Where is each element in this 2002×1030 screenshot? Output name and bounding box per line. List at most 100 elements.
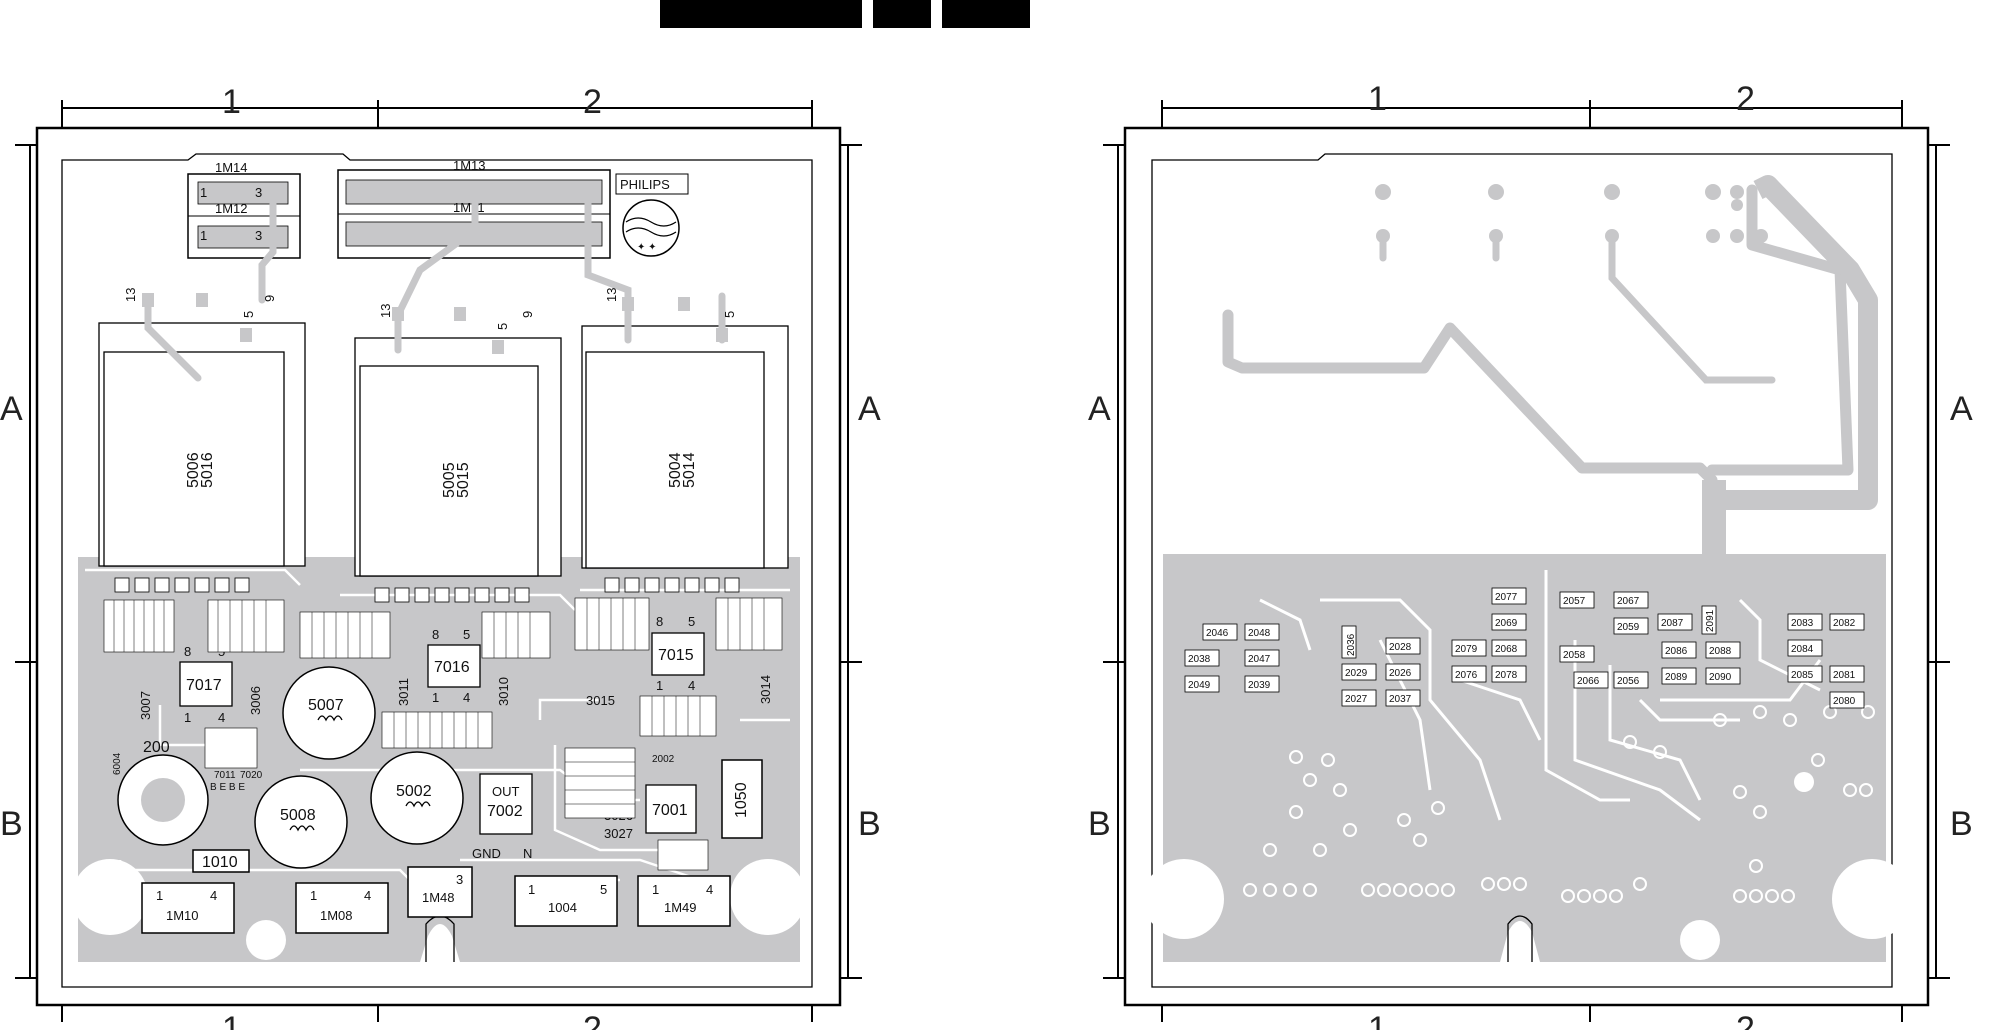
- header-block-3: [942, 0, 1030, 28]
- brand-text: PHILIPS: [620, 177, 670, 192]
- pin-label: 4: [688, 678, 695, 693]
- connector-1m48: 1M48 3: [407, 866, 473, 918]
- ref-label: 2080: [1833, 696, 1856, 707]
- ic-7017: 7017 8 5 1 4: [179, 644, 233, 725]
- ref-label: 2047: [1248, 654, 1271, 665]
- ref-label: 2090: [1709, 672, 1732, 683]
- pin-label: 1: [652, 882, 659, 897]
- ref-label: 2078: [1495, 670, 1518, 681]
- label-1010: 1010: [202, 854, 238, 871]
- ref-label: 2049: [1188, 680, 1211, 691]
- pin-label: 8: [656, 614, 663, 629]
- component-side-panel: 1 2 1 2 A B A B: [0, 83, 881, 1030]
- ref-label: 2081: [1833, 670, 1856, 681]
- ref-2002: 2002: [652, 754, 675, 765]
- grid-row-b-left-r: B: [1088, 805, 1111, 843]
- ref-3014: 3014: [758, 675, 773, 704]
- pin-label: 8: [432, 627, 439, 642]
- pin-label: 1: [432, 690, 439, 705]
- ref-7020: 7020: [240, 770, 263, 781]
- ref-3006: 3006: [248, 686, 263, 715]
- ref-label: 2058: [1563, 650, 1586, 661]
- ref-label: 2056: [1617, 676, 1640, 687]
- connector-1m10: 1M10 1 4: [141, 882, 235, 934]
- transformer-5004: 5004 5014: [581, 325, 789, 569]
- ref-label: 2091: [1705, 609, 1716, 632]
- label-1050: 1050: [733, 782, 750, 818]
- pin-label: 3: [255, 228, 262, 243]
- grid-row-a-left-r: A: [1088, 390, 1111, 428]
- ic-7016: 7016 8 5 1 4: [427, 627, 481, 705]
- coil-label: 5002: [396, 783, 432, 800]
- pin-label: 5: [463, 627, 470, 642]
- grid-col-2-bottom: 2: [583, 1010, 602, 1030]
- ref-label: 2066: [1577, 676, 1600, 687]
- label-1m49: 1M49: [664, 900, 697, 915]
- ref-label: 2048: [1248, 628, 1271, 639]
- ref-label: 2068: [1495, 644, 1518, 655]
- header-block-2: [873, 0, 931, 28]
- pin-label: 13: [378, 304, 393, 318]
- ref-label: 2067: [1617, 596, 1640, 607]
- pin-label: 4: [210, 888, 217, 903]
- connector-1m49: 1M49 1 4: [637, 875, 731, 927]
- grid-col-2-bottom-r: 2: [1736, 1010, 1755, 1030]
- label-1m11: 1M11: [453, 200, 485, 215]
- ref-label: 2087: [1661, 618, 1684, 629]
- ic-label: 7002: [487, 803, 523, 820]
- pin-label: 5: [495, 323, 510, 330]
- ref-label: 2057: [1563, 596, 1586, 607]
- label-1m14: 1M14: [215, 160, 248, 175]
- label-1m48: 1M48: [422, 890, 455, 905]
- pin-label: 13: [123, 288, 138, 302]
- label-1004: 1004: [548, 900, 577, 915]
- pin-label: 1: [156, 888, 163, 903]
- ref-label: 2082: [1833, 618, 1856, 629]
- ref-3015: 3015: [586, 693, 615, 708]
- t3-ref2: 5014: [681, 452, 698, 488]
- ref-label: 2088: [1709, 646, 1732, 657]
- pin-label: 5: [600, 882, 607, 897]
- ic-label: 7016: [434, 659, 470, 676]
- label-1m12: 1M12: [215, 201, 248, 216]
- grid-col-2-top: 2: [583, 83, 602, 121]
- connector-1004: 1004 1 5: [514, 875, 618, 927]
- label-1m10: 1M10: [166, 908, 199, 923]
- coil-5002: 5002: [370, 751, 464, 845]
- ref-3007: 3007: [138, 691, 153, 720]
- t2-ref1: 5005: [441, 462, 458, 498]
- ref-label: 2046: [1206, 628, 1229, 639]
- ref-label: 2026: [1389, 668, 1412, 679]
- ic-label: 7015: [658, 647, 694, 664]
- t2-ref2: 5015: [455, 462, 472, 498]
- cap-label: 200: [143, 739, 170, 756]
- ic-7015: 7015 8 5 1 4: [651, 614, 705, 693]
- ic-7002: OUT 7002: [479, 773, 533, 835]
- ic-out-label: OUT: [492, 784, 520, 799]
- solder-refs: 2046 2048 2038 2047 2049 2039 2036 2028 …: [1184, 587, 1865, 709]
- grid-col-2-top-r: 2: [1736, 80, 1755, 118]
- grid-col-1-top-r: 1: [1368, 80, 1387, 118]
- ref-3027: 3027: [604, 826, 633, 841]
- pin-label: 1: [528, 882, 535, 897]
- ref-label: 2083: [1791, 618, 1814, 629]
- pin-label: 1: [310, 888, 317, 903]
- coil-label: 5008: [280, 807, 316, 824]
- ref-7011: 7011: [214, 770, 236, 781]
- logo-stars: ✦ ✦: [637, 242, 657, 253]
- ref-label: 2039: [1248, 680, 1271, 691]
- ic-7001: 7001: [645, 784, 697, 834]
- ref-label: 2027: [1345, 694, 1368, 705]
- t1-ref2: 5016: [199, 452, 216, 488]
- ref-label: 2085: [1791, 670, 1814, 681]
- connector-1050: 1050: [721, 759, 763, 839]
- pin-label: 5: [722, 311, 737, 318]
- transformer-5005: 5005 5015: [354, 337, 562, 577]
- ref-label: 2028: [1389, 642, 1412, 653]
- connector-1m14-1m12: 1M14 1M12 1 3 1 3: [187, 160, 301, 259]
- electrolytic-cap: 200: [117, 739, 209, 846]
- t1-ref1: 5006: [185, 452, 202, 488]
- ref-label: 2089: [1665, 672, 1688, 683]
